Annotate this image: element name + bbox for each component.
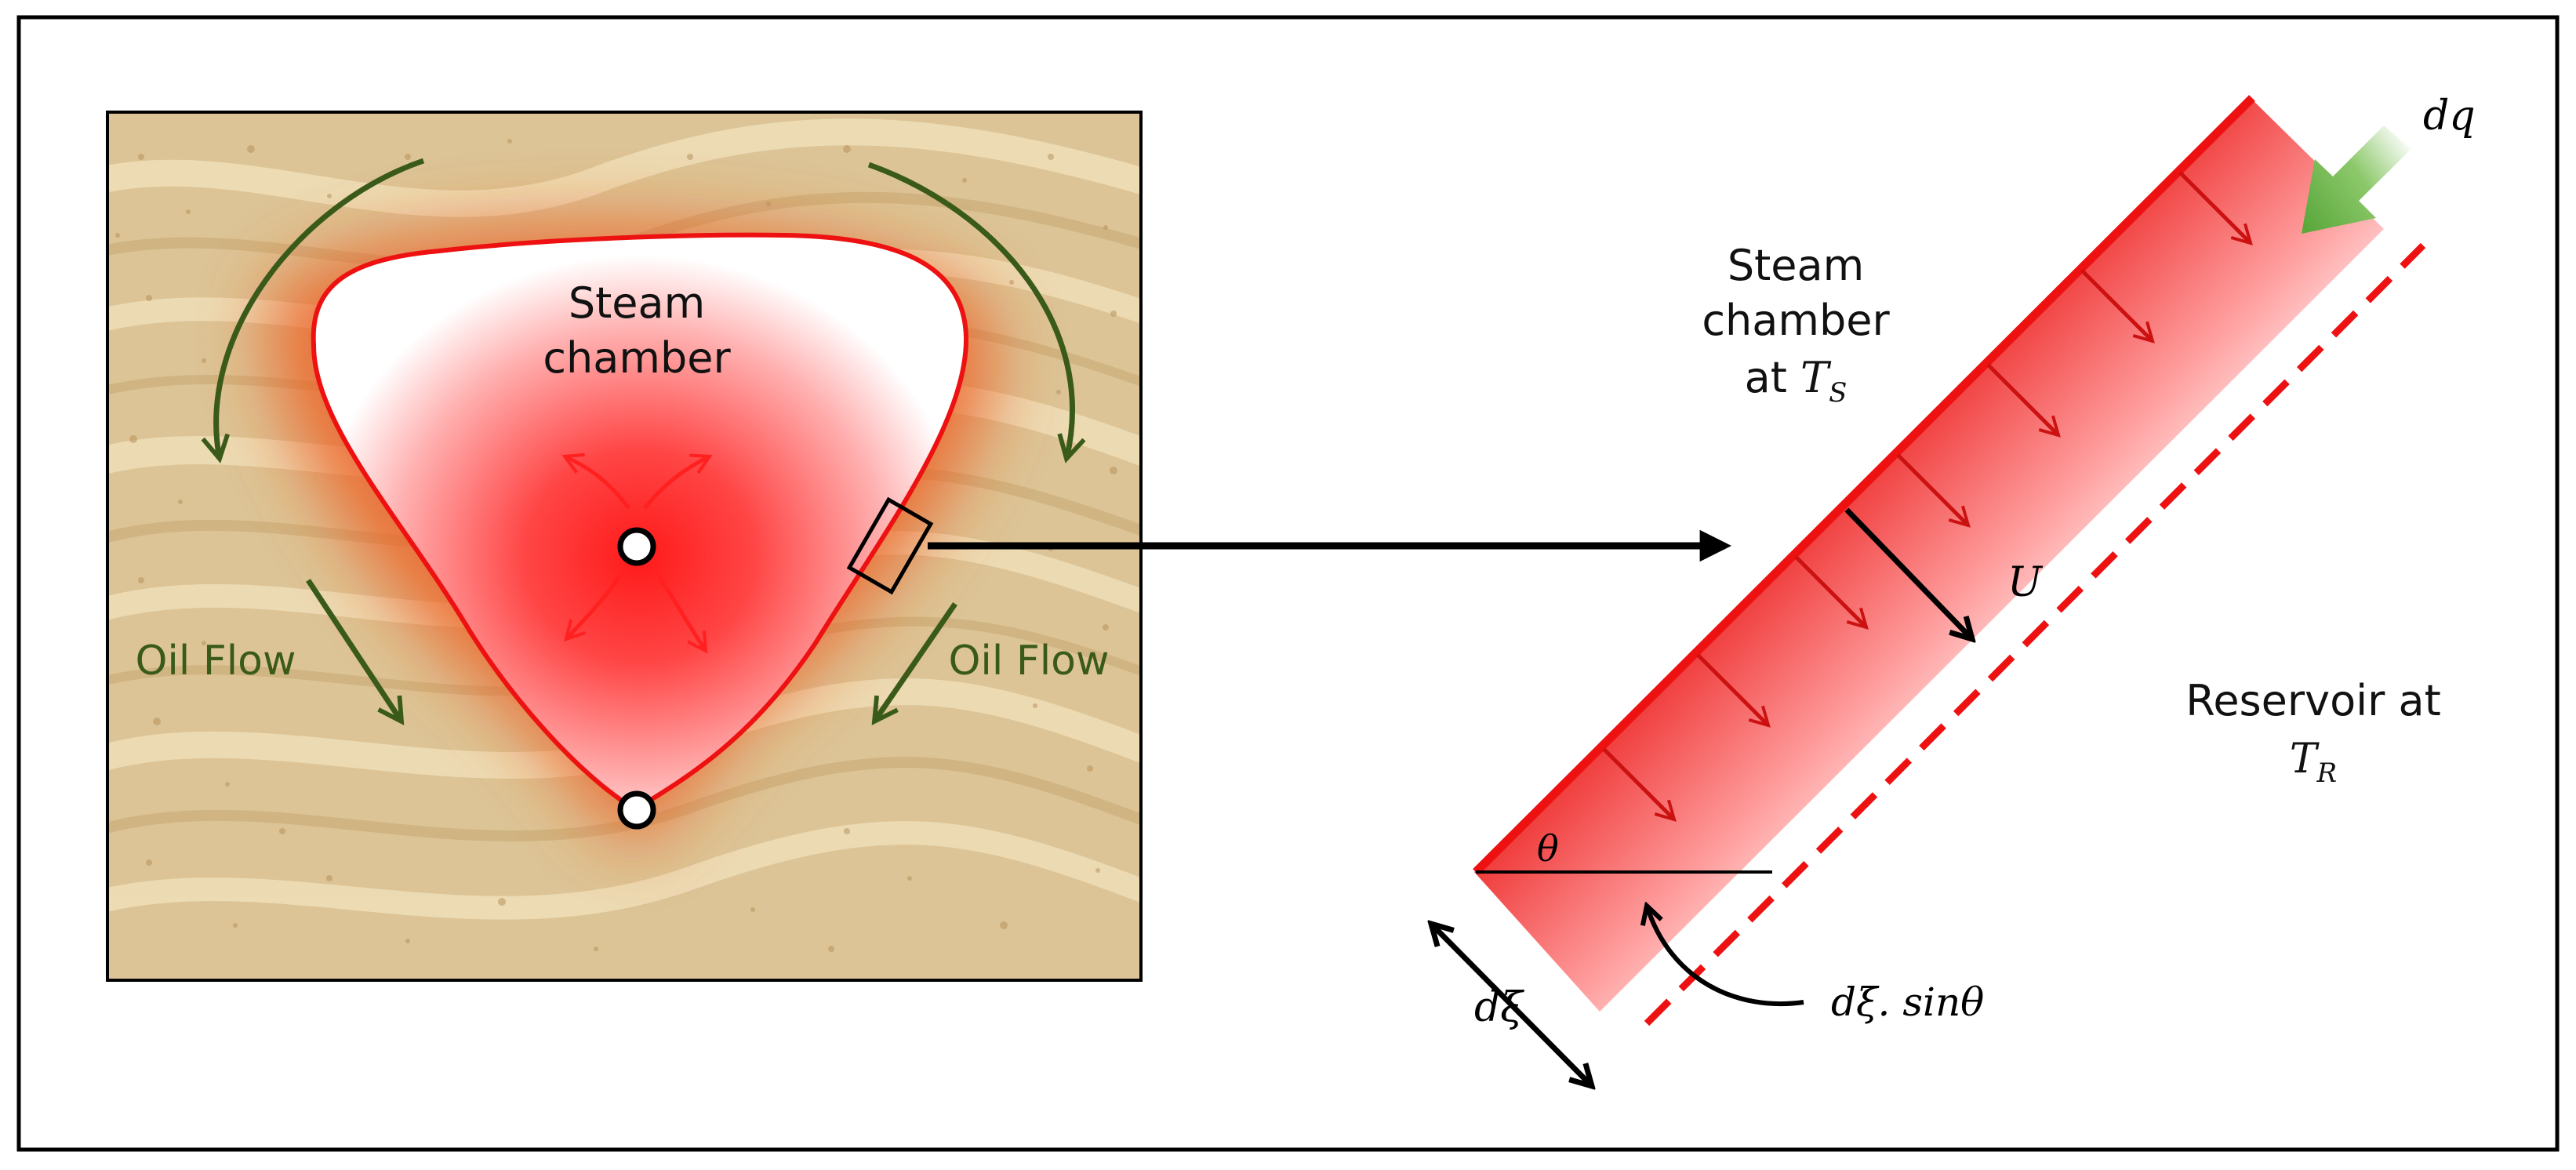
tr-symbol: T (2290, 736, 2320, 783)
velocity-label: U (2007, 559, 2044, 606)
injection-arrow (561, 452, 630, 510)
producer-well (617, 790, 656, 830)
heat-flux-arrow (1602, 747, 1677, 822)
right-chamber-line2: chamber (1702, 296, 1890, 345)
right-panel: U dq θ dξ dξ. sinθ Steam chamber at TS R… (1431, 93, 2476, 1086)
right-chamber-line3: at TS (1745, 353, 1848, 409)
reservoir-line1: Reservoir at (2185, 676, 2441, 725)
oil-flow-arrow (871, 602, 957, 725)
steam-chamber-temperature-label: Steam chamber at TS (1702, 241, 1890, 409)
tr-subscript: R (2316, 758, 2338, 789)
at-prefix: at (1745, 353, 1800, 402)
velocity-arrow (1844, 507, 1972, 639)
dq-heat-input-arrow (2302, 125, 2411, 234)
heat-flux-arrow (1896, 453, 1971, 528)
d-xi-sin-theta-label: dξ. sinθ (1831, 979, 1984, 1025)
heat-flux-arrow (2178, 171, 2253, 245)
injection-arrow (656, 575, 708, 654)
d-xi-double-arrow (1431, 924, 1592, 1086)
oil-flow-arrow (867, 162, 1086, 463)
injection-arrow (643, 453, 713, 510)
oil-flow-label-right: Oil Flow (948, 638, 1109, 685)
heat-flux-arrow (2080, 269, 2155, 343)
dq-label: dq (2423, 93, 2476, 140)
steam-injection-arrows (561, 452, 713, 654)
injection-arrow (564, 575, 622, 642)
zoom-window (846, 496, 934, 595)
theta-label: θ (1537, 827, 1559, 870)
oil-flow-arrows (201, 158, 1086, 725)
heat-flux-arrows (1602, 171, 2253, 822)
reservoir-front (1644, 242, 2426, 1026)
oil-flow-arrow (306, 579, 405, 725)
oil-flow-label-left: Oil Flow (135, 638, 296, 685)
oil-flow-arrow (201, 158, 425, 463)
reservoir-line2: TR (2290, 736, 2337, 789)
heated-layer-band (1474, 98, 2384, 1012)
heat-flux-arrow (1696, 653, 1771, 728)
reservoir-temperature-label: Reservoir at TR (2185, 676, 2441, 789)
steam-chamber-shape (311, 232, 969, 812)
injector-well (617, 527, 656, 566)
sand-grains (115, 139, 1117, 952)
heat-flux-arrow (1986, 363, 2061, 438)
heat-flux-arrow (1794, 555, 1869, 630)
left-panel: Steam chamber Oil Flow Oil Flow (106, 111, 1143, 982)
ts-symbol: T (1800, 353, 1832, 402)
steam-label-line1: Steam (569, 278, 705, 328)
steam-label-line2: chamber (543, 333, 731, 383)
steam-text-label: Steam chamber (543, 278, 731, 383)
d-xi-label: dξ (1474, 984, 1524, 1031)
right-chamber-line1: Steam (1728, 241, 1864, 290)
d-xi-sin-pointer (1647, 906, 1804, 1007)
ts-subscript: S (1829, 377, 1847, 409)
steam-chamber-interface (1473, 95, 2255, 875)
